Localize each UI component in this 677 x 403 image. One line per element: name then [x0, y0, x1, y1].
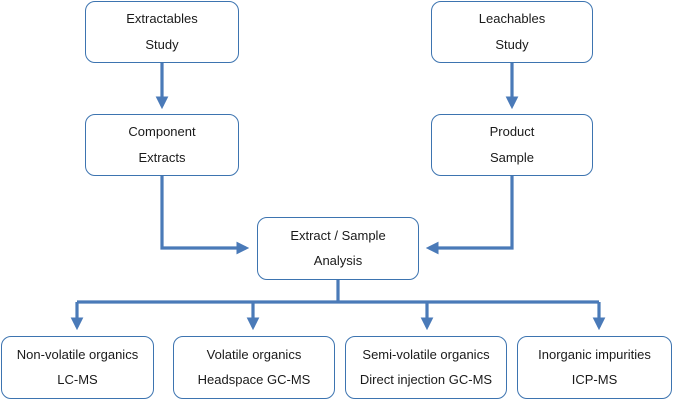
component-extracts-box: Component Extracts	[85, 114, 239, 176]
extractables-study-line1: Extractables	[126, 11, 198, 27]
product-sample-line2: Sample	[489, 149, 535, 165]
leachables-study-box: Leachables Study	[431, 1, 593, 63]
product-sample-line1: Product	[489, 124, 535, 140]
arrow-product-to-analysis	[425, 176, 514, 255]
component-extracts-line2: Extracts	[138, 149, 186, 165]
extractables-study-line2: Study	[145, 36, 179, 52]
semivolatile-organics-line2: Direct injection GC-MS	[359, 372, 493, 388]
semivolatile-organics-box: Semi-volatile organics Direct injection …	[345, 336, 507, 399]
inorganic-impurities-line1: Inorganic impurities	[538, 346, 651, 362]
component-extracts-line1: Component	[128, 124, 196, 140]
inorganic-impurities-line2: ICP-MS	[571, 372, 618, 388]
leachables-study-line2: Study	[495, 36, 529, 52]
leachables-study-line1: Leachables	[478, 11, 546, 27]
extractables-study-box: Extractables Study	[85, 1, 239, 63]
nonvolatile-organics-box: Non-volatile organics LC-MS	[1, 336, 154, 399]
inorganic-impurities-box: Inorganic impurities ICP-MS	[517, 336, 672, 399]
nonvolatile-organics-line2: LC-MS	[57, 372, 98, 388]
volatile-organics-line1: Volatile organics	[206, 346, 302, 362]
extract-sample-analysis-line1: Extract / Sample	[290, 227, 386, 243]
semivolatile-organics-line1: Semi-volatile organics	[362, 346, 490, 362]
volatile-organics-box: Volatile organics Headspace GC-MS	[173, 336, 335, 399]
volatile-organics-line2: Headspace GC-MS	[197, 372, 311, 388]
product-sample-box: Product Sample	[431, 114, 593, 176]
extract-sample-analysis-line2: Analysis	[313, 253, 363, 269]
nonvolatile-organics-line1: Non-volatile organics	[16, 346, 139, 362]
arrow-component-to-analysis	[160, 176, 250, 255]
extract-sample-analysis-box: Extract / Sample Analysis	[257, 217, 419, 280]
